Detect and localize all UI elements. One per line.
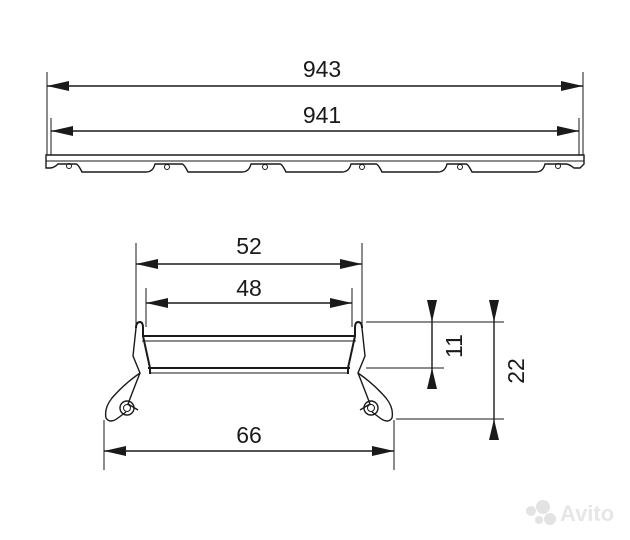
dimension-label-943: 943 <box>303 56 341 82</box>
dimension-label-48: 48 <box>236 275 262 301</box>
arrow-top-11 <box>427 300 437 322</box>
arrow-top-22 <box>489 300 499 322</box>
watermark: Avito <box>526 500 614 526</box>
profile-strip <box>45 154 585 173</box>
profile-right-wall <box>347 320 363 374</box>
dimension-label-52: 52 <box>236 233 262 259</box>
mounting-hole <box>66 163 72 169</box>
profile-right-clip-inner <box>367 404 375 412</box>
profile-right-clip <box>363 400 379 416</box>
mounting-hole <box>457 164 463 170</box>
avito-dots-icon <box>526 500 556 525</box>
mounting-hole <box>359 164 365 170</box>
arrow-right-66 <box>372 446 394 456</box>
arrow-right-941 <box>557 126 579 136</box>
arrow-bottom-11 <box>427 368 437 389</box>
profile-left-clip <box>119 400 135 416</box>
dimension-label-22: 22 <box>503 358 529 384</box>
profile-section <box>104 320 394 422</box>
arrow-left-48 <box>146 298 168 308</box>
arrow-right-52 <box>340 259 362 269</box>
mounting-hole <box>164 164 170 170</box>
dimension-label-11: 11 <box>441 334 467 358</box>
top-view: 943 941 <box>45 56 585 173</box>
arrow-left-66 <box>104 446 126 456</box>
watermark-text: Avito <box>560 501 614 526</box>
profile-right-flange-inner <box>357 372 371 411</box>
arrow-right-48 <box>330 298 352 308</box>
profile-left-flange-inner <box>127 372 141 411</box>
dimension-label-941: 941 <box>303 102 341 128</box>
dimension-label-66: 66 <box>236 422 262 448</box>
arrow-left-943 <box>47 81 69 91</box>
cross-section-view: 52 48 66 <box>103 233 529 470</box>
mounting-hole <box>555 163 561 169</box>
arrow-left-52 <box>136 259 158 269</box>
profile-left-wall <box>135 320 151 374</box>
mounting-hole <box>262 164 268 170</box>
arrow-bottom-22 <box>489 419 499 440</box>
arrow-left-941 <box>51 126 73 136</box>
arrow-right-943 <box>561 81 583 91</box>
profile-right-flange <box>357 327 394 422</box>
profile-left-flange <box>104 327 141 422</box>
profile-left-clip-inner <box>123 404 131 412</box>
